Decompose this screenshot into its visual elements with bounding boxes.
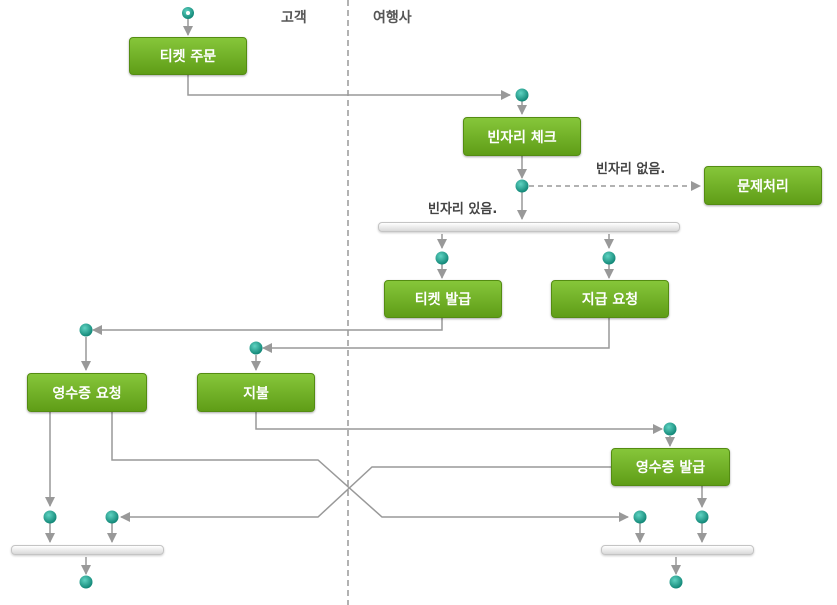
pin-joinleft-b [105,510,119,524]
condition-no-seats: 빈자리 없음. [596,162,666,177]
lane-label-customer: 고객 [281,10,307,26]
action-order-ticket-label: 티켓 주문 [159,49,217,65]
join-bar-left [11,545,164,555]
action-order-ticket[interactable]: 티켓 주문 [129,37,247,75]
action-check-seats-label: 빈자리 체크 [487,129,557,146]
action-check-seats[interactable]: 빈자리 체크 [463,117,581,156]
decision-node [515,179,529,193]
pin-joinright-b [695,510,709,524]
action-issue-ticket[interactable]: 티켓 발급 [384,280,502,318]
connectors [45,19,707,575]
end-node-left [79,575,93,589]
action-request-receipt[interactable]: 영수증 요청 [27,373,147,412]
pin-joinleft-a [43,510,57,524]
pins [43,88,709,589]
action-handle-issue-label: 문제처리 [737,178,789,195]
lane-label-agency: 여행사 [373,10,412,26]
join-bar-right [601,545,754,555]
pin-payreq-input [602,251,616,265]
action-request-receipt-label: 영수증 요청 [52,385,122,402]
condition-seats-available: 빈자리 있음. [428,202,498,217]
connector-receiptreq-cross [111,412,629,522]
pin-joinright-a [633,510,647,524]
action-request-payment[interactable]: 지급 요청 [551,280,669,318]
connector-order-check [187,75,511,100]
pin-pay-input [249,341,263,355]
action-handle-issue[interactable]: 문제처리 [704,166,822,205]
pin-ticket-input [435,251,449,265]
connector-ticket-receiptreq [92,318,443,335]
action-request-payment-label: 지급 요청 [581,292,639,308]
end-node-right [669,575,683,589]
action-issue-receipt-label: 영수증 발급 [635,460,706,476]
connector-payreq-pay [262,318,610,353]
action-pay-label: 지불 [243,385,269,402]
connector-pay-issuereceipt [255,412,663,434]
pin-receiptreq-input [79,323,93,337]
action-pay[interactable]: 지불 [197,373,315,412]
start-node-center [186,11,190,15]
action-issue-ticket-label: 티켓 발급 [414,292,472,308]
connector-issuereceipt-cross [120,466,612,522]
pin-issuereceipt-input [663,422,677,436]
fork-bar [378,222,680,232]
action-issue-receipt[interactable]: 영수증 발급 [611,448,730,486]
pin-check-input [515,88,529,102]
